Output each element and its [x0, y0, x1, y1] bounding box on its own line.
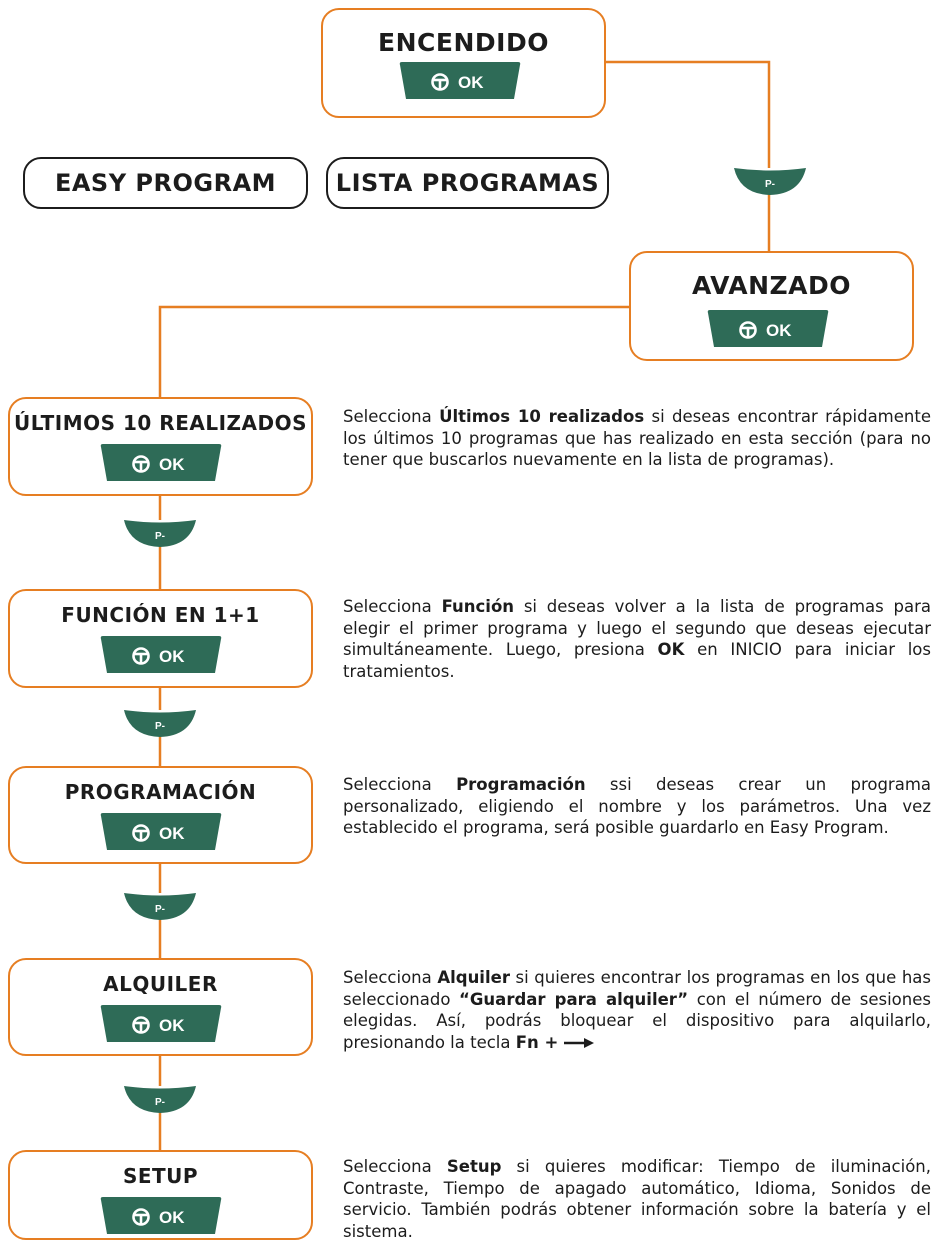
p-minus-button-top[interactable]: P- — [732, 166, 808, 200]
ultimos-10-box: ÚLTIMOS 10 REALIZADOS OK — [8, 397, 313, 496]
ultimos-10-ok-button[interactable]: OK — [99, 443, 223, 483]
easy-program-label: EASY PROGRAM — [54, 169, 277, 197]
lista-programas-button[interactable]: LISTA PROGRAMAS — [326, 157, 609, 209]
setup-title: SETUP — [122, 1164, 199, 1188]
encendido-box: ENCENDIDO OK — [321, 8, 606, 118]
steering-wheel-icon — [739, 321, 757, 339]
ok-label: OK — [159, 1208, 185, 1227]
p-minus-button-2[interactable]: P- — [122, 708, 198, 742]
encendido-title: ENCENDIDO — [378, 28, 549, 57]
alquiler-title: ALQUILER — [103, 972, 218, 996]
steering-wheel-icon — [132, 824, 150, 842]
p-minus-button-3[interactable]: P- — [122, 891, 198, 925]
programacion-title: PROGRAMACIÓN — [64, 780, 257, 804]
steering-wheel-icon — [132, 1208, 150, 1226]
funcion-1-1-box: FUNCIÓN EN 1+1 OK — [8, 589, 313, 688]
funcion-1-1-description: Selecciona Función si deseas volver a la… — [343, 597, 931, 681]
p-minus-label: P- — [155, 531, 165, 542]
avanzado-title: AVANZADO — [691, 271, 852, 300]
lista-programas-label: LISTA PROGRAMAS — [335, 169, 600, 197]
p-minus-button-1[interactable]: P- — [122, 518, 198, 552]
alquiler-box: ALQUILER OK — [8, 958, 313, 1056]
p-minus-label: P- — [155, 1097, 165, 1108]
ok-label: OK — [458, 73, 484, 92]
steering-wheel-icon — [132, 455, 150, 473]
p-minus-label: P- — [155, 904, 165, 915]
ok-label: OK — [159, 824, 185, 843]
ok-label: OK — [766, 321, 792, 340]
avanzado-ok-button[interactable]: OK — [706, 309, 830, 349]
programacion-box: PROGRAMACIÓN OK — [8, 766, 313, 864]
ok-label: OK — [159, 455, 185, 474]
programacion-description: Selecciona Programación ssi deseas crear… — [343, 775, 932, 837]
p-minus-label: P- — [155, 721, 165, 732]
ok-label: OK — [159, 1016, 185, 1035]
steering-wheel-icon — [132, 647, 150, 665]
encendido-ok-button[interactable]: OK — [398, 61, 522, 101]
easy-program-button[interactable]: EASY PROGRAM — [23, 157, 308, 209]
ok-label: OK — [159, 647, 185, 666]
p-minus-label: P- — [765, 179, 775, 190]
setup-box: SETUP OK — [8, 1150, 313, 1240]
avanzado-box: AVANZADO OK — [629, 251, 914, 361]
p-minus-button-4[interactable]: P- — [122, 1084, 198, 1118]
setup-description: Selecciona Setup si quieres modificar: T… — [343, 1157, 931, 1241]
steering-wheel-icon — [431, 73, 449, 91]
ultimos-10-description: Selecciona Últimos 10 realizados si dese… — [343, 407, 931, 469]
alquiler-ok-button[interactable]: OK — [99, 1004, 223, 1044]
setup-ok-button[interactable]: OK — [99, 1196, 223, 1236]
steering-wheel-icon — [132, 1016, 150, 1034]
programacion-ok-button[interactable]: OK — [99, 812, 223, 852]
funcion-1-1-title: FUNCIÓN EN 1+1 — [61, 603, 260, 627]
right-arrow-icon — [563, 1032, 594, 1054]
funcion-1-1-ok-button[interactable]: OK — [99, 635, 223, 675]
alquiler-description: Selecciona Alquiler si quieres encontrar… — [343, 967, 931, 1054]
ultimos-10-title: ÚLTIMOS 10 REALIZADOS — [13, 411, 308, 435]
